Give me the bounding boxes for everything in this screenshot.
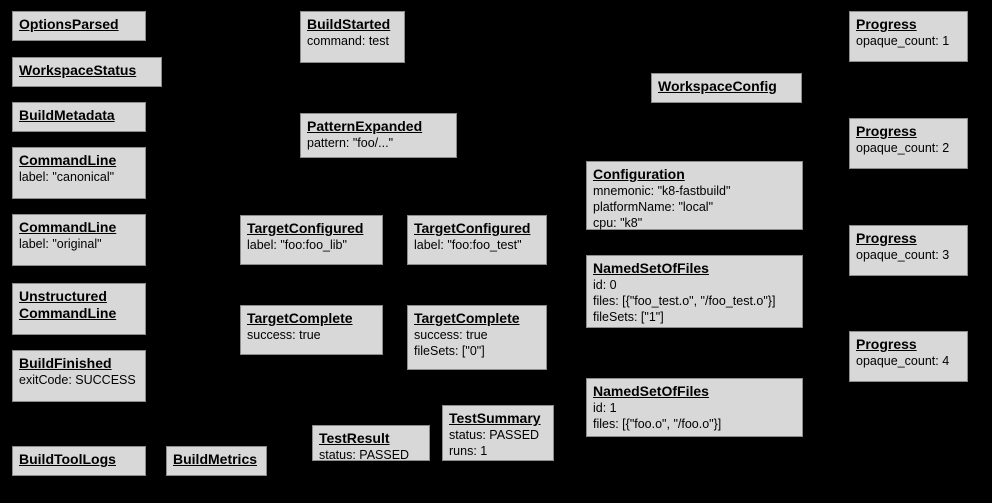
node-title: BuildToolLogs bbox=[19, 451, 116, 467]
node-title: Configuration bbox=[593, 166, 685, 182]
node-title: Progress bbox=[856, 230, 917, 246]
node-target-configured-lib[interactable]: TargetConfigured label: "foo:foo_lib" bbox=[240, 215, 383, 265]
node-title: TargetConfigured bbox=[247, 220, 364, 236]
node-title: Progress bbox=[856, 336, 917, 352]
node-title: TargetComplete bbox=[247, 310, 353, 326]
node-target-complete-lib[interactable]: TargetComplete success: true bbox=[240, 305, 383, 355]
node-named-set-of-files-0[interactable]: NamedSetOfFiles id: 0 files: [{"foo_test.… bbox=[586, 255, 803, 328]
node-title: TestResult bbox=[319, 430, 390, 446]
node-fields: label: "foo:foo_test" bbox=[414, 238, 522, 252]
node-pattern-expanded[interactable]: PatternExpanded pattern: "foo/..." bbox=[300, 113, 457, 158]
node-fields: exitCode: SUCCESS bbox=[19, 373, 136, 387]
node-fields: command: test bbox=[307, 34, 389, 48]
node-fields: label: "original" bbox=[19, 237, 102, 251]
node-title: WorkspaceStatus bbox=[19, 62, 137, 78]
node-command-line-original[interactable]: CommandLine label: "original" bbox=[12, 214, 146, 266]
node-progress-3[interactable]: Progress opaque_count: 3 bbox=[849, 225, 968, 276]
node-build-finished[interactable]: BuildFinished exitCode: SUCCESS bbox=[12, 350, 146, 402]
node-unstructured-command-line[interactable]: Unstructured CommandLine bbox=[12, 283, 146, 335]
node-target-configured-test[interactable]: TargetConfigured label: "foo:foo_test" bbox=[407, 215, 547, 265]
node-fields: opaque_count: 3 bbox=[856, 248, 950, 262]
node-fields: success: true fileSets: ["0"] bbox=[414, 328, 488, 358]
node-fields: opaque_count: 1 bbox=[856, 34, 950, 48]
node-fields: status: PASSED bbox=[319, 448, 410, 462]
node-title: Progress bbox=[856, 123, 917, 139]
node-options-parsed[interactable]: OptionsParsed bbox=[12, 11, 146, 41]
node-test-result[interactable]: TestResult status: PASSED bbox=[312, 425, 430, 462]
node-fields: status: PASSED runs: 1 bbox=[449, 428, 540, 458]
node-build-started[interactable]: BuildStarted command: test bbox=[300, 11, 405, 63]
node-title: NamedSetOfFiles bbox=[593, 383, 709, 399]
node-fields: id: 1 files: [{"foo.o", "/foo.o"}] bbox=[593, 401, 722, 431]
node-fields: label: "foo:foo_lib" bbox=[247, 238, 347, 252]
node-title: OptionsParsed bbox=[19, 16, 119, 32]
node-title: CommandLine bbox=[19, 219, 117, 235]
node-command-line-canonical[interactable]: CommandLine label: "canonical" bbox=[12, 147, 146, 199]
node-fields: opaque_count: 2 bbox=[856, 141, 950, 155]
node-title: BuildMetadata bbox=[19, 107, 115, 123]
node-fields: success: true bbox=[247, 328, 321, 342]
node-title: PatternExpanded bbox=[307, 118, 423, 134]
node-fields: id: 0 files: [{"foo_test.o", "/foo_test.… bbox=[593, 278, 776, 324]
node-title: BuildFinished bbox=[19, 355, 112, 371]
node-title: TestSummary bbox=[449, 410, 541, 426]
node-title: CommandLine bbox=[19, 152, 117, 168]
node-fields: pattern: "foo/..." bbox=[307, 136, 394, 150]
node-progress-2[interactable]: Progress opaque_count: 2 bbox=[849, 118, 968, 169]
node-title: BuildMetrics bbox=[173, 451, 258, 467]
node-title: NamedSetOfFiles bbox=[593, 260, 709, 276]
node-fields: mnemonic: "k8-fastbuild" platformName: "… bbox=[593, 184, 731, 230]
node-target-complete-test[interactable]: TargetComplete success: true fileSets: ["… bbox=[407, 305, 547, 370]
node-title: WorkspaceConfig bbox=[658, 78, 777, 94]
node-workspace-config[interactable]: WorkspaceConfig bbox=[651, 73, 802, 103]
node-named-set-of-files-1[interactable]: NamedSetOfFiles id: 1 files: [{"foo.o", "… bbox=[586, 378, 803, 437]
node-test-summary[interactable]: TestSummary status: PASSED runs: 1 bbox=[442, 405, 554, 461]
node-title: BuildStarted bbox=[307, 16, 391, 32]
node-progress-4[interactable]: Progress opaque_count: 4 bbox=[849, 331, 968, 382]
node-configuration[interactable]: Configuration mnemonic: "k8-fastbuild" pl… bbox=[586, 161, 803, 230]
node-fields: label: "canonical" bbox=[19, 170, 115, 184]
node-build-metadata[interactable]: BuildMetadata bbox=[12, 102, 146, 132]
node-title: TargetComplete bbox=[414, 310, 520, 326]
node-title: Progress bbox=[856, 16, 917, 32]
node-build-metrics[interactable]: BuildMetrics bbox=[166, 446, 267, 476]
node-title: Unstructured CommandLine bbox=[19, 288, 117, 321]
node-title: TargetConfigured bbox=[414, 220, 531, 236]
node-fields: opaque_count: 4 bbox=[856, 354, 950, 368]
node-build-tool-logs[interactable]: BuildToolLogs bbox=[12, 446, 146, 476]
node-workspace-status[interactable]: WorkspaceStatus bbox=[12, 57, 162, 87]
node-progress-1[interactable]: Progress opaque_count: 1 bbox=[849, 11, 968, 62]
